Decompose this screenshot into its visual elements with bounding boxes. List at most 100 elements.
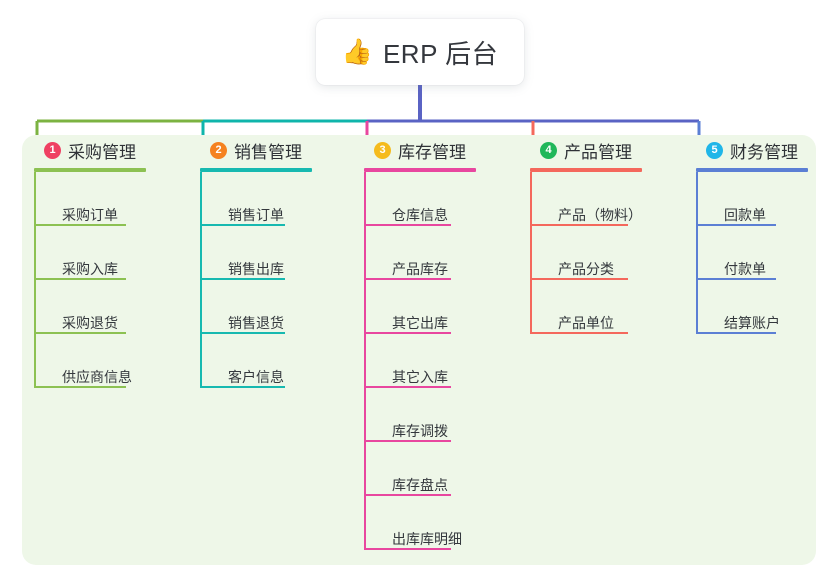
item-underline bbox=[200, 278, 285, 280]
item-underline bbox=[34, 386, 126, 388]
item-underline bbox=[364, 386, 451, 388]
item-label: 其它入库 bbox=[392, 369, 448, 385]
item-spine bbox=[696, 280, 698, 334]
item-underline bbox=[696, 332, 776, 334]
branch-item[interactable]: 其它入库 bbox=[364, 334, 476, 388]
branch-item-list: 产品（物料） 产品分类产品单位 bbox=[530, 172, 648, 334]
item-label: 销售退货 bbox=[228, 315, 284, 331]
branch-title: 销售管理 bbox=[234, 142, 302, 162]
branch-number-badge: 2 bbox=[210, 141, 227, 159]
branch-header-rule bbox=[34, 168, 146, 172]
item-label: 产品库存 bbox=[392, 261, 448, 277]
item-spine bbox=[364, 226, 366, 280]
branch-item[interactable]: 产品库存 bbox=[364, 226, 476, 280]
item-underline bbox=[34, 224, 126, 226]
item-label: 产品（物料） bbox=[558, 207, 642, 223]
item-underline bbox=[530, 224, 628, 226]
branch-title: 库存管理 bbox=[398, 142, 466, 162]
item-label: 出库库明细 bbox=[392, 531, 462, 547]
item-underline bbox=[364, 494, 451, 496]
branch-item[interactable]: 采购订单 bbox=[34, 172, 146, 226]
branch-header-rule bbox=[696, 168, 808, 172]
branch-item[interactable]: 采购退货 bbox=[34, 280, 146, 334]
item-label: 供应商信息 bbox=[62, 369, 132, 385]
branch-item[interactable]: 销售订单 bbox=[200, 172, 312, 226]
branch-column-1: 1 采购管理采购订单采购入库采购退货供应商信息 bbox=[34, 135, 146, 388]
item-underline bbox=[530, 332, 628, 334]
branch-item[interactable]: 结算账户 bbox=[696, 280, 808, 334]
item-spine bbox=[696, 172, 698, 226]
branch-item[interactable]: 库存盘点 bbox=[364, 442, 476, 496]
branch-header-rule bbox=[200, 168, 312, 172]
item-underline bbox=[364, 440, 451, 442]
item-label: 结算账户 bbox=[724, 315, 780, 331]
item-spine bbox=[200, 334, 202, 388]
branch-item[interactable]: 产品单位 bbox=[530, 280, 648, 334]
root-node[interactable]: 👍 ERP 后台 bbox=[316, 19, 524, 85]
item-spine bbox=[34, 334, 36, 388]
item-spine bbox=[34, 172, 36, 226]
item-spine bbox=[364, 280, 366, 334]
item-underline bbox=[364, 224, 451, 226]
item-underline bbox=[364, 332, 451, 334]
item-label: 库存调拨 bbox=[392, 423, 448, 439]
root-title: ERP 后台 bbox=[382, 38, 499, 69]
branch-header-1[interactable]: 1 采购管理 bbox=[34, 135, 146, 165]
branch-item[interactable]: 库存调拨 bbox=[364, 388, 476, 442]
item-underline bbox=[364, 278, 451, 280]
item-label: 采购入库 bbox=[62, 261, 118, 277]
branch-header-rule bbox=[530, 168, 642, 172]
item-label: 产品单位 bbox=[558, 315, 614, 331]
branch-header-2[interactable]: 2 销售管理 bbox=[200, 135, 312, 165]
branch-column-2: 2 销售管理销售订单销售出库销售退货客户信息 bbox=[200, 135, 312, 388]
branch-item[interactable]: 产品分类 bbox=[530, 226, 648, 280]
branch-item[interactable]: 回款单 bbox=[696, 172, 808, 226]
item-spine bbox=[364, 442, 366, 496]
item-underline bbox=[200, 224, 285, 226]
item-label: 客户信息 bbox=[228, 369, 284, 385]
branch-number-badge: 4 bbox=[540, 141, 557, 159]
branch-item[interactable]: 产品（物料） bbox=[530, 172, 648, 226]
item-label: 销售出库 bbox=[228, 261, 284, 277]
item-label: 其它出库 bbox=[392, 315, 448, 331]
branch-title: 产品管理 bbox=[564, 142, 632, 162]
branches-panel: 1 采购管理采购订单采购入库采购退货供应商信息 2 销售管理销售订单销售出库销售退货客… bbox=[22, 135, 816, 565]
item-spine bbox=[364, 334, 366, 388]
branch-item-list: 采购订单采购入库采购退货供应商信息 bbox=[34, 172, 146, 388]
branch-item[interactable]: 付款单 bbox=[696, 226, 808, 280]
branch-item-list: 仓库信息产品库存其它出库其它入库库存调拨库存盘点出库库明细 bbox=[364, 172, 476, 550]
branch-title: 采购管理 bbox=[68, 142, 136, 162]
branch-item[interactable]: 销售出库 bbox=[200, 226, 312, 280]
branch-item[interactable]: 其它出库 bbox=[364, 280, 476, 334]
item-label: 产品分类 bbox=[558, 261, 614, 277]
item-label: 销售订单 bbox=[228, 207, 284, 223]
branch-item[interactable]: 客户信息 bbox=[200, 334, 312, 388]
item-label: 仓库信息 bbox=[392, 207, 448, 223]
item-spine bbox=[34, 280, 36, 334]
item-underline bbox=[696, 224, 776, 226]
item-underline bbox=[34, 332, 126, 334]
branch-item[interactable]: 销售退货 bbox=[200, 280, 312, 334]
item-underline bbox=[200, 332, 285, 334]
item-spine bbox=[200, 226, 202, 280]
branch-item[interactable]: 采购入库 bbox=[34, 226, 146, 280]
branch-item[interactable]: 仓库信息 bbox=[364, 172, 476, 226]
item-spine bbox=[200, 280, 202, 334]
item-underline bbox=[696, 278, 776, 280]
item-underline bbox=[34, 278, 126, 280]
branch-number-badge: 5 bbox=[706, 141, 723, 159]
branch-item[interactable]: 出库库明细 bbox=[364, 496, 476, 550]
item-underline bbox=[200, 386, 285, 388]
branch-header-4[interactable]: 4 产品管理 bbox=[530, 135, 648, 165]
root-node-content: 👍 ERP 后台 bbox=[342, 34, 498, 71]
branch-item[interactable]: 供应商信息 bbox=[34, 334, 146, 388]
thumbs-up-icon: 👍 bbox=[341, 37, 373, 66]
branch-number-badge: 1 bbox=[44, 141, 61, 159]
item-spine bbox=[530, 172, 532, 226]
item-spine bbox=[696, 226, 698, 280]
